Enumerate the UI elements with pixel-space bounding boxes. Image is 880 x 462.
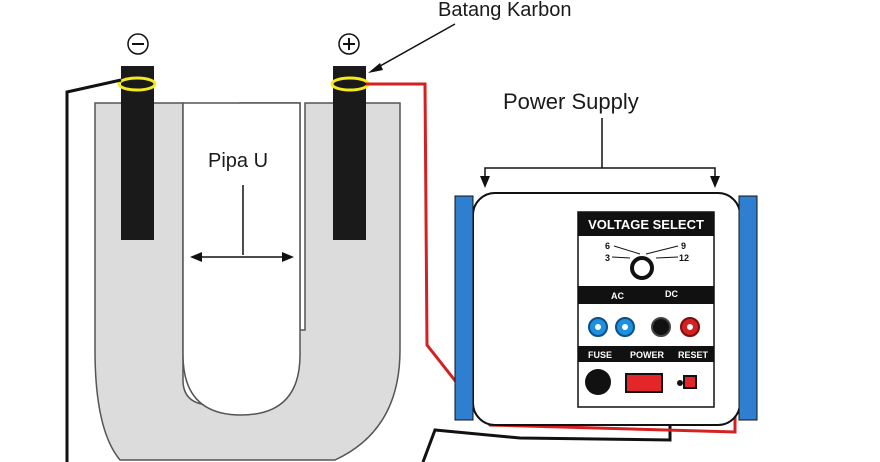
voltage-3: 3 bbox=[605, 253, 610, 263]
carbon-rod-pointer bbox=[372, 23, 456, 71]
power-supply-bracket bbox=[484, 167, 716, 185]
voltage-select-header bbox=[578, 212, 714, 236]
voltage-dial[interactable] bbox=[630, 256, 654, 280]
wire-black-negative bbox=[65, 78, 122, 462]
dc-terminal-negative[interactable] bbox=[651, 317, 671, 337]
fuse-power-bar bbox=[578, 346, 714, 362]
power-label: POWER bbox=[630, 350, 665, 360]
dc-label: DC bbox=[665, 289, 678, 299]
voltage-12: 12 bbox=[679, 253, 689, 263]
carbon-rod-label: Batang Karbon bbox=[438, 0, 571, 21]
ring-negative bbox=[117, 76, 157, 92]
power-supply-label: Power Supply bbox=[503, 89, 639, 114]
voltage-select-title: VOLTAGE SELECT bbox=[588, 217, 704, 232]
u-tube-inner bbox=[182, 102, 301, 416]
ac-label: AC bbox=[611, 291, 624, 301]
voltage-9: 9 bbox=[681, 241, 686, 251]
power-indicator bbox=[677, 380, 683, 386]
power-switch[interactable] bbox=[625, 373, 663, 393]
reset-button[interactable] bbox=[683, 375, 697, 389]
carbon-rod-negative bbox=[121, 66, 154, 240]
fuse-label: FUSE bbox=[588, 350, 612, 360]
reset-label: RESET bbox=[678, 350, 709, 360]
fuse-knob[interactable] bbox=[585, 369, 611, 395]
voltage-6: 6 bbox=[605, 241, 610, 251]
power-supply-side-left bbox=[454, 195, 474, 421]
ac-dc-bar bbox=[578, 286, 714, 304]
carbon-rod-positive bbox=[333, 66, 366, 240]
power-supply-side-right bbox=[738, 195, 758, 421]
u-tube-label: Pipa U bbox=[208, 150, 268, 172]
